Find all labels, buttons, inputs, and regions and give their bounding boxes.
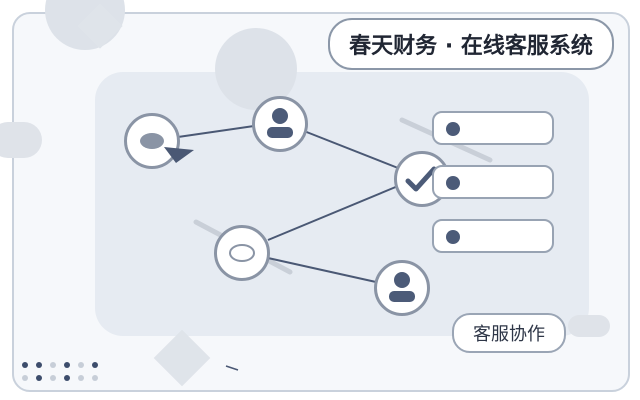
connector-user-hub bbox=[303, 130, 399, 169]
connector-chat-user bbox=[177, 125, 255, 138]
message-row-1[interactable] bbox=[432, 111, 554, 145]
ellipse-icon bbox=[229, 244, 255, 262]
message-row-2[interactable] bbox=[432, 165, 554, 199]
agent-node-bottom[interactable] bbox=[374, 260, 430, 316]
message-bullet-icon bbox=[446, 122, 460, 136]
chat-node[interactable] bbox=[124, 113, 194, 169]
user-avatar-icon bbox=[267, 108, 293, 138]
page-title: 春天财务 · 在线客服系统 bbox=[328, 18, 614, 70]
visitor-node[interactable] bbox=[214, 225, 270, 281]
connector-ellipse-user bbox=[267, 257, 377, 283]
decor-pill-right bbox=[568, 315, 610, 337]
message-bullet-icon bbox=[446, 230, 460, 244]
message-row-3[interactable] bbox=[432, 219, 554, 253]
check-icon bbox=[405, 166, 437, 192]
decor-pill-left bbox=[0, 122, 42, 158]
collaboration-badge[interactable]: 客服协作 bbox=[452, 313, 566, 353]
user-avatar-icon bbox=[389, 272, 415, 302]
connector-ellipse-hub bbox=[267, 185, 399, 241]
agent-node-top[interactable] bbox=[252, 96, 308, 152]
chat-bubble-icon bbox=[140, 133, 194, 163]
decor-tick bbox=[225, 365, 239, 371]
message-bullet-icon bbox=[446, 176, 460, 190]
